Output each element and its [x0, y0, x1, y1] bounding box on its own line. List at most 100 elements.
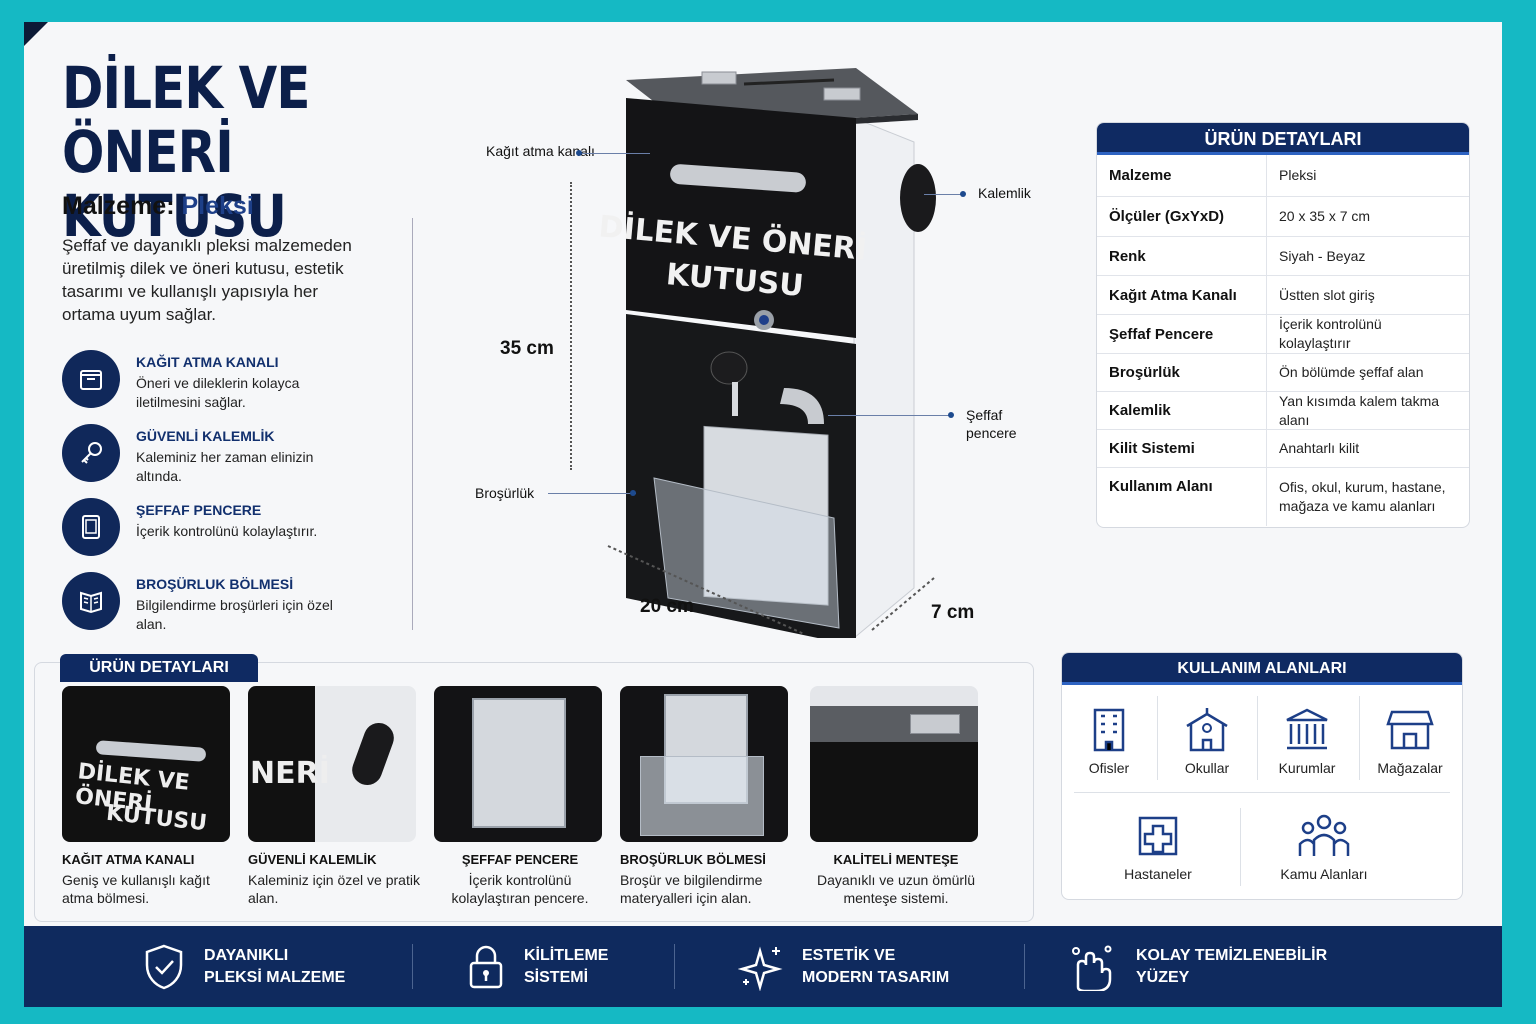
- feature-title: BROŞÜRLUK BÖLMESİ: [136, 576, 294, 592]
- footer-item: DAYANIKLI PLEKSİ MALZEME: [142, 926, 345, 1007]
- table-row: Kilit Sistemi Anahtarlı kilit: [1097, 430, 1469, 468]
- gallery-heading: ÜRÜN DETAYLARI: [60, 654, 258, 682]
- footer-text: DAYANIKLI: [204, 946, 289, 964]
- footer-text: KOLAY TEMİZLENEBİLİR: [1136, 946, 1328, 964]
- gallery-title: BROŞÜRLUK BÖLMESİ: [620, 852, 766, 867]
- corner-decoration: [24, 22, 48, 46]
- table-key: Kilit Sistemi: [1097, 430, 1267, 467]
- callout-slot: Kağıt atma kanalı: [486, 143, 595, 159]
- material-line: Malzeme: Pleksi: [62, 192, 254, 221]
- footer-text: PLEKSİ MALZEME: [204, 968, 346, 986]
- gallery-title: GÜVENLİ KALEMLİK: [248, 852, 377, 867]
- feature-item: ŞEFFAF PENCERE İçerik kontrolünü kolayla…: [62, 498, 392, 564]
- gallery-item: NERİ GÜVENLİ KALEMLİK Kaleminiz için öze…: [248, 686, 420, 907]
- table-key: Renk: [1097, 237, 1267, 275]
- brochure-icon: [62, 572, 120, 630]
- dim-height: 35 cm: [500, 338, 554, 359]
- footer-separator: [1024, 944, 1025, 989]
- table-row: Ölçüler (GxYxD) 20 x 35 x 7 cm: [1097, 197, 1469, 237]
- gallery-photo: DİLEK VE ÖNERİ KUTUSU: [62, 686, 230, 842]
- dim-width: 20 cm: [640, 596, 694, 617]
- feature-title: ŞEFFAF PENCERE: [136, 502, 262, 518]
- product-illustration: DİLEK VE ÖNERİ KUTUSU: [597, 68, 936, 638]
- gallery-photo: NERİ: [248, 686, 416, 842]
- table-value: 20 x 35 x 7 cm: [1279, 208, 1371, 224]
- usage-item: Kurumlar: [1270, 706, 1344, 776]
- table-key: Kalemlik: [1097, 392, 1267, 429]
- table-key: Malzeme: [1097, 155, 1267, 196]
- table-value: Üstten slot giriş: [1279, 286, 1375, 303]
- gallery-desc: İçerik kontrolünü kolaylaştıran pencere.: [451, 872, 589, 906]
- usage-divider: [1074, 792, 1450, 793]
- sparkle-icon: [738, 945, 783, 991]
- callout-window: Şeffaf pencere: [966, 407, 1017, 441]
- feature-desc: Öneri ve dileklerin kolayca iletilmesini…: [136, 375, 300, 410]
- table-row: Şeffaf Pencere İçerik kontrolünü kolaylaş…: [1097, 315, 1469, 354]
- callout-line: [580, 153, 650, 154]
- usage-label: Kamu Alanları: [1280, 866, 1368, 882]
- dim-depth: 7 cm: [931, 602, 975, 623]
- table-key: Ölçüler (GxYxD): [1097, 197, 1267, 236]
- gallery-frame: [34, 662, 1034, 922]
- usage-heading: KULLANIM ALANLARI: [1062, 653, 1462, 685]
- table-key: Şeffaf Pencere: [1097, 315, 1267, 353]
- callout-dot: [576, 150, 582, 156]
- table-key: Kağıt Atma Kanalı: [1097, 276, 1267, 314]
- product-description: Şeffaf ve dayanıklı pleksi malzemeden ür…: [62, 236, 352, 324]
- feature-title: KAĞIT ATMA KANALI: [136, 354, 279, 370]
- feature-item: KAĞIT ATMA KANALI Öneri ve dileklerin ko…: [62, 350, 392, 416]
- usage-item: Ofisler: [1076, 706, 1142, 776]
- callout-pen: Kalemlik: [978, 185, 1031, 201]
- feature-title: GÜVENLİ KALEMLİK: [136, 428, 275, 444]
- gallery-desc: Dayanıklı ve uzun ömürlü menteşe sistemi…: [817, 872, 975, 906]
- usage-label: Kurumlar: [1278, 760, 1336, 776]
- gallery-desc: Geniş ve kullanışlı kağıt atma bölmesi.: [62, 872, 210, 906]
- feature-desc: Kaleminiz her zaman elinizin altında.: [136, 449, 314, 484]
- title-line-1: DİLEK VE ÖNERİ: [62, 54, 310, 186]
- divider-line: [412, 218, 413, 630]
- table-value: Anahtarlı kilit: [1279, 440, 1360, 456]
- shield-check-icon: [145, 944, 183, 989]
- feature-item: GÜVENLİ KALEMLİK Kaleminiz her zaman eli…: [62, 424, 392, 490]
- footer-separator: [674, 944, 675, 989]
- gallery-desc: Kaleminiz için özel ve pratik alan.: [248, 872, 420, 906]
- base-dimension-lines: [607, 545, 935, 635]
- gallery-item: DİLEK VE ÖNERİ KUTUSU KAĞIT ATMA KANALI …: [62, 686, 234, 907]
- gallery-item: ŞEFFAF PENCERE İçerik kontrolünü kolayla…: [434, 686, 606, 907]
- hospital-icon: [1138, 816, 1178, 856]
- usage-item: Hastaneler: [1116, 812, 1200, 882]
- callout-line: [828, 415, 952, 416]
- usage-label: Hastaneler: [1124, 866, 1192, 882]
- material-label: Malzeme:: [62, 192, 175, 220]
- box-icon: [62, 350, 120, 408]
- callout-dot: [948, 412, 954, 418]
- callout-line: [548, 493, 636, 494]
- footer-text: YÜZEY: [1136, 968, 1190, 986]
- callout-brochure: Broşürlük: [475, 485, 535, 501]
- usage-separator: [1157, 696, 1158, 780]
- institution-icon: [1286, 708, 1328, 750]
- usage-item: Kamu Alanları: [1274, 812, 1374, 882]
- gallery-desc: Broşür ve bilgilendirme materyalleri içi…: [620, 872, 763, 906]
- usage-panel: KULLANIM ALANLARI: [1061, 652, 1463, 900]
- usage-separator: [1359, 696, 1360, 780]
- clean-hands-icon: [1072, 945, 1112, 991]
- gallery-title: ŞEFFAF PENCERE: [461, 852, 579, 867]
- usage-item: Okullar: [1172, 706, 1242, 776]
- table-value: Siyah - Beyaz: [1279, 247, 1366, 264]
- usage-label: Okullar: [1184, 760, 1230, 776]
- gallery-photo: [810, 686, 978, 842]
- gallery-title: KAĞIT ATMA KANALI: [62, 852, 195, 867]
- gallery-photo: [434, 686, 602, 842]
- office-building-icon: [1093, 708, 1125, 752]
- table-value: Ön bölümde şeffaf alan: [1279, 364, 1424, 380]
- details-heading: ÜRÜN DETAYLARI: [1097, 123, 1469, 155]
- table-value: İçerik kontrolünü kolaylaştırır: [1279, 316, 1382, 351]
